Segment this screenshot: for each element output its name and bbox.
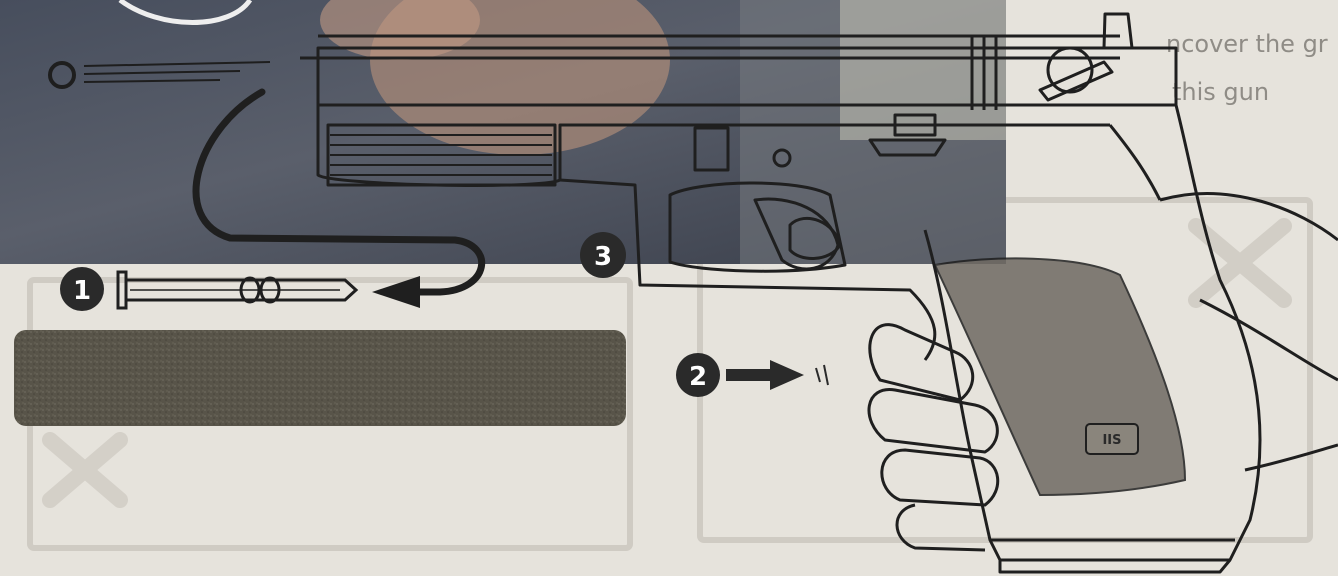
svg-text:1: 1 — [73, 276, 91, 306]
svg-text:3: 3 — [594, 242, 612, 272]
faded-x-mark-icon-lower — [50, 440, 120, 500]
grip-badge: IIS — [1086, 424, 1138, 454]
svg-text:IIS: IIS — [1102, 433, 1121, 448]
label-bar — [14, 330, 626, 426]
step-2-marker: 2 — [676, 353, 720, 397]
step-1-marker: 1 — [60, 267, 104, 311]
push-arrow-icon — [726, 360, 828, 390]
svg-text:2: 2 — [689, 362, 707, 392]
faded-x-mark-icon — [1196, 226, 1284, 300]
photo-overlay — [0, 0, 1006, 264]
background-text-line-2: this gun — [1172, 78, 1269, 106]
step-3-marker: 3 — [580, 232, 626, 278]
background-text-line-1: ncover the gr — [1166, 30, 1328, 58]
